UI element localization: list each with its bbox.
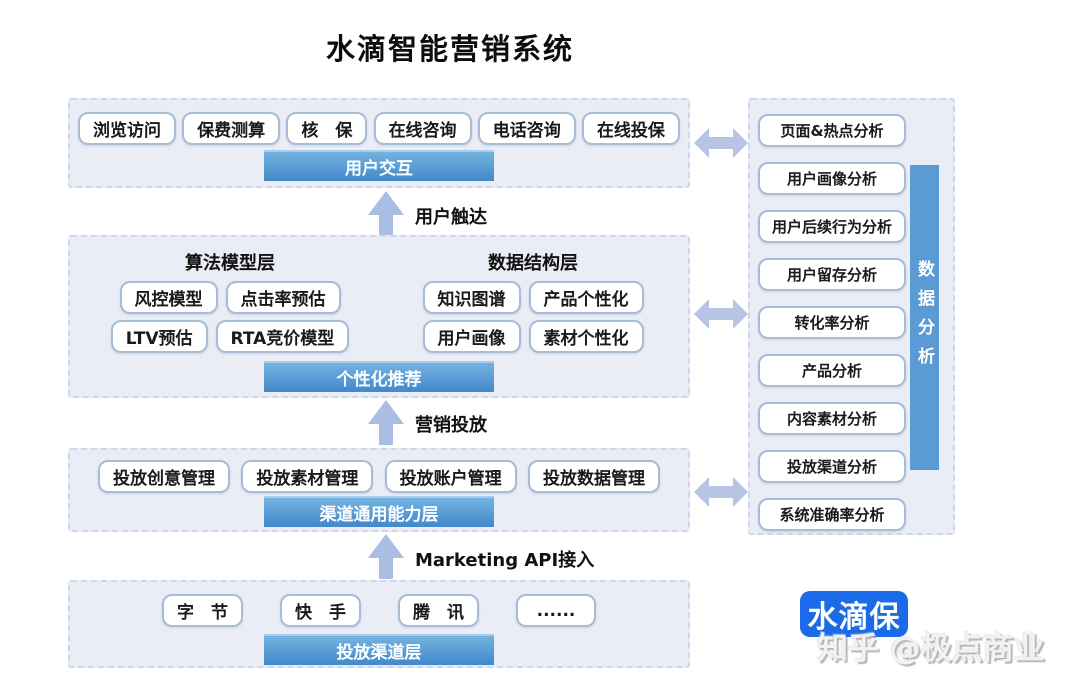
data-row-1: 知识图谱 产品个性化 — [422, 281, 644, 314]
analysis-item-page-hotspot: 页面&热点分析 — [758, 114, 906, 147]
bar-user-interaction: 用户交互 — [264, 150, 494, 181]
bar-channel-capability: 渠道通用能力层 — [264, 496, 494, 527]
page-title: 水滴智能营销系统 — [325, 32, 574, 66]
up-arrow-icon — [368, 400, 404, 445]
algorithm-model-header: 算法模型层 — [185, 253, 275, 274]
algorithm-row-2: LTV预估 RTA竞价模型 — [110, 320, 350, 353]
box-phone-consult: 电话咨询 — [477, 112, 576, 145]
flow-label-marketing-delivery: 营销投放 — [415, 415, 487, 436]
double-arrow-icon — [694, 477, 748, 507]
box-creative-mgmt: 投放创意管理 — [98, 460, 230, 493]
box-material-mgmt: 投放素材管理 — [241, 460, 374, 493]
group-algorithm-models: 算法模型层 风控模型 点击率预估 LTV预估 RTA竞价模型 — [110, 249, 350, 359]
analysis-item-conversion: 转化率分析 — [758, 306, 906, 339]
box-ctr-model: 点击率预估 — [225, 281, 341, 314]
box-rta-model: RTA竞价模型 — [215, 320, 350, 353]
box-browse-visit: 浏览访问 — [78, 112, 176, 145]
panel-delivery-channels: 字 节 快 手 腾 讯 ...... 投放渠道层 — [68, 580, 690, 668]
panel-model-layer: 算法模型层 风控模型 点击率预估 LTV预估 RTA竞价模型 数据结构层 知识图… — [68, 235, 690, 398]
box-risk-model: 风控模型 — [119, 281, 218, 314]
analysis-item-delivery-channel: 投放渠道分析 — [758, 450, 906, 483]
algorithm-row-1: 风控模型 点击率预估 — [119, 281, 341, 314]
delivery-channel-box-row: 字 节 快 手 腾 讯 ...... — [70, 594, 688, 627]
box-material-personalization: 素材个性化 — [528, 320, 644, 353]
channel-capability-box-row: 投放创意管理 投放素材管理 投放账户管理 投放数据管理 — [98, 460, 660, 493]
zhihu-watermark: 知乎 @极点商业 — [817, 631, 1045, 667]
bar-delivery-channel: 投放渠道层 — [264, 634, 494, 665]
panel-channel-capability: 投放创意管理 投放素材管理 投放账户管理 投放数据管理 渠道通用能力层 — [68, 448, 690, 532]
box-premium-calc: 保费测算 — [182, 112, 281, 145]
analysis-item-retention: 用户留存分析 — [758, 258, 906, 291]
box-underwriting: 核 保 — [286, 112, 368, 145]
box-online-consult: 在线咨询 — [373, 112, 472, 145]
user-interaction-box-row: 浏览访问 保费测算 核 保 在线咨询 电话咨询 在线投保 — [78, 112, 680, 145]
analysis-item-product: 产品分析 — [758, 354, 906, 387]
analysis-item-content-material: 内容素材分析 — [758, 402, 906, 435]
data-row-2: 用户画像 素材个性化 — [422, 320, 644, 353]
data-structure-header: 数据结构层 — [488, 253, 578, 274]
panel-data-analysis: 页面&热点分析 用户画像分析 用户后续行为分析 用户留存分析 转化率分析 产品分… — [748, 98, 955, 535]
group-data-structure: 数据结构层 知识图谱 产品个性化 用户画像 素材个性化 — [422, 249, 644, 359]
bar-personalized-recommendation: 个性化推荐 — [264, 361, 494, 392]
box-bytedance: 字 节 — [162, 594, 243, 627]
box-user-profile: 用户画像 — [422, 320, 521, 353]
box-account-mgmt: 投放账户管理 — [384, 460, 517, 493]
box-tencent: 腾 讯 — [398, 594, 479, 627]
panel-user-interaction: 浏览访问 保费测算 核 保 在线咨询 电话咨询 在线投保 用户交互 — [68, 98, 690, 188]
analysis-item-system-accuracy: 系统准确率分析 — [758, 498, 906, 531]
flow-label-user-reach: 用户触达 — [415, 207, 487, 228]
analysis-item-follow-behavior: 用户后续行为分析 — [758, 210, 906, 243]
box-data-mgmt: 投放数据管理 — [527, 460, 660, 493]
box-online-insure: 在线投保 — [581, 112, 680, 145]
analysis-item-user-profile: 用户画像分析 — [758, 162, 906, 195]
box-more-channels: ...... — [516, 594, 596, 627]
flow-label-marketing-api: Marketing API接入 — [415, 550, 595, 571]
up-arrow-icon — [368, 191, 404, 236]
bar-data-analysis: 数据分析 — [910, 165, 939, 470]
box-kuaishou: 快 手 — [280, 594, 361, 627]
shuidibao-logo: 水滴保 — [800, 591, 908, 637]
double-arrow-icon — [694, 299, 748, 329]
box-knowledge-graph: 知识图谱 — [422, 281, 521, 314]
box-product-personalization: 产品个性化 — [528, 281, 644, 314]
box-ltv-model: LTV预估 — [110, 320, 208, 353]
up-arrow-icon — [368, 534, 404, 579]
double-arrow-icon — [694, 128, 748, 158]
